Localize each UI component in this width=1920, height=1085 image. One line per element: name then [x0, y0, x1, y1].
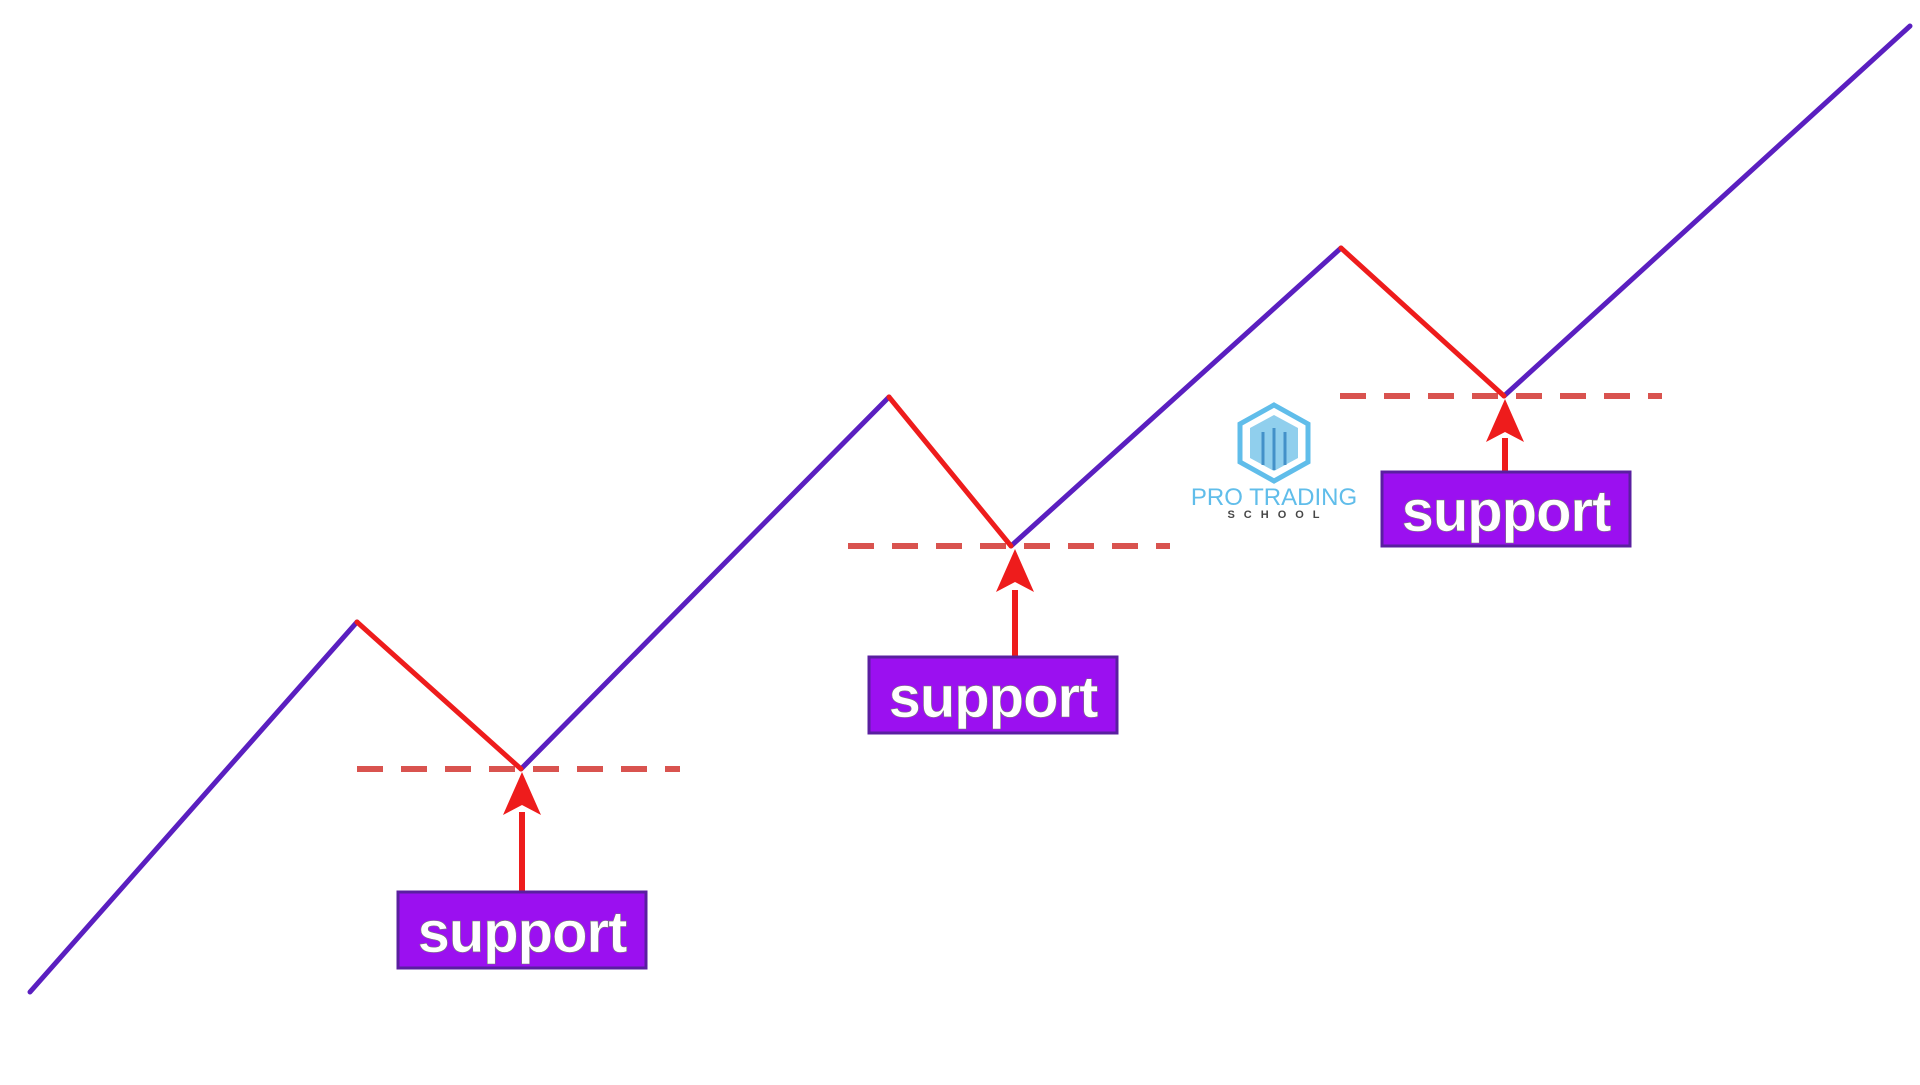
- pullback-leg-3: [1338, 245, 1507, 399]
- support-label-2: support: [867, 655, 1119, 735]
- watermark-title: PRO TRADING: [1191, 484, 1357, 511]
- cube-logo-icon: [1237, 402, 1311, 484]
- trend-leg-2: [518, 394, 892, 772]
- support-label-1-text: support: [418, 900, 628, 965]
- trend-leg-4: [1501, 23, 1913, 399]
- support-label-3: support: [1380, 470, 1632, 548]
- arrow-2: [996, 549, 1034, 657]
- support-label-2-text: support: [889, 665, 1099, 730]
- watermark-subtitle: SCHOOL: [1227, 509, 1328, 521]
- support-label-3-text: support: [1402, 479, 1612, 544]
- watermark: PRO TRADING SCHOOL: [1191, 402, 1357, 521]
- trend-leg-1: [27, 619, 360, 995]
- arrow-1: [503, 772, 541, 892]
- pullback-leg-2: [886, 394, 1014, 549]
- pullback-leg-1: [354, 619, 524, 772]
- support-label-1: support: [396, 890, 648, 970]
- arrow-3: [1486, 399, 1524, 472]
- trend-leg-3: [1008, 245, 1344, 549]
